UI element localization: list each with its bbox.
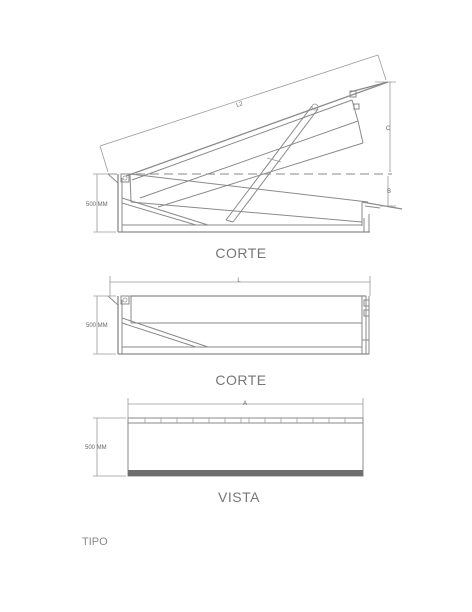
lip-2-keeper: [363, 309, 370, 317]
dim-height-3-label: 500 MM: [85, 445, 107, 451]
section-1-caption: CORTE: [215, 245, 267, 261]
view-caption: VISTA: [218, 489, 260, 505]
frame-2-diagonal-a: [121, 317, 209, 348]
dim-C-label: C: [386, 126, 391, 132]
dim-L2-label: L2: [236, 101, 245, 109]
rear-hinge-2: [120, 295, 130, 305]
lip-segments: [144, 418, 346, 423]
section-1-drawing: L2 C B 500 MM: [86, 54, 403, 233]
raised-lip: [349, 81, 389, 93]
lift-cylinder-b: [232, 108, 319, 223]
lift-cylinder-base: [225, 219, 234, 223]
dim-height-1-label: 500 MM: [86, 202, 108, 208]
dim-height-2-label: 500 MM: [86, 323, 108, 329]
frame-diagonal-a: [121, 197, 209, 226]
raised-deck-top-inner: [131, 99, 353, 181]
raised-deck-front-lower: [357, 120, 364, 144]
lowered-deck-top: [129, 173, 369, 203]
dim-A-label: A: [243, 401, 247, 407]
lift-cylinder-a: [225, 105, 313, 221]
dim-L2-ext-left: [99, 145, 109, 173]
hinge-pin: [122, 175, 128, 181]
lip-hinge: [349, 90, 357, 98]
lowered-deck-rear: [129, 173, 132, 203]
dim-L2-line: [99, 54, 379, 147]
raised-deck-top: [125, 81, 389, 177]
raised-deck-bottom: [139, 120, 359, 199]
view-base-plate: [128, 470, 363, 476]
raised-deck-front: [351, 99, 359, 122]
lip-stop: [353, 103, 360, 110]
hinge-2-pin: [122, 297, 128, 303]
floor-2-edge: [107, 295, 119, 306]
dim-L2-ext-right: [377, 54, 387, 81]
cylinder-collar: [266, 157, 282, 163]
floor-edge: [107, 173, 119, 184]
frame-2-diagonal-b: [121, 322, 197, 348]
frame-diagonal-b: [121, 202, 197, 226]
type-label: TIPO: [82, 536, 108, 548]
section-2-drawing: L 500 MM: [86, 276, 371, 355]
lowered-deck-bottom: [130, 201, 363, 223]
view-frame: [127, 417, 364, 477]
lowered-lip-inner: [364, 205, 381, 209]
lip-2-hinge: [363, 299, 370, 307]
cylinder-top-pin: [311, 103, 319, 111]
dim-B-label: B: [387, 189, 391, 195]
rear-hinge: [120, 173, 130, 183]
dim-L-label: L: [237, 278, 241, 284]
lowered-lip: [361, 201, 403, 210]
section-2-caption: CORTE: [215, 372, 267, 388]
front-view-drawing: A 500 MM: [85, 398, 364, 477]
toe-guard-2: [361, 339, 370, 355]
